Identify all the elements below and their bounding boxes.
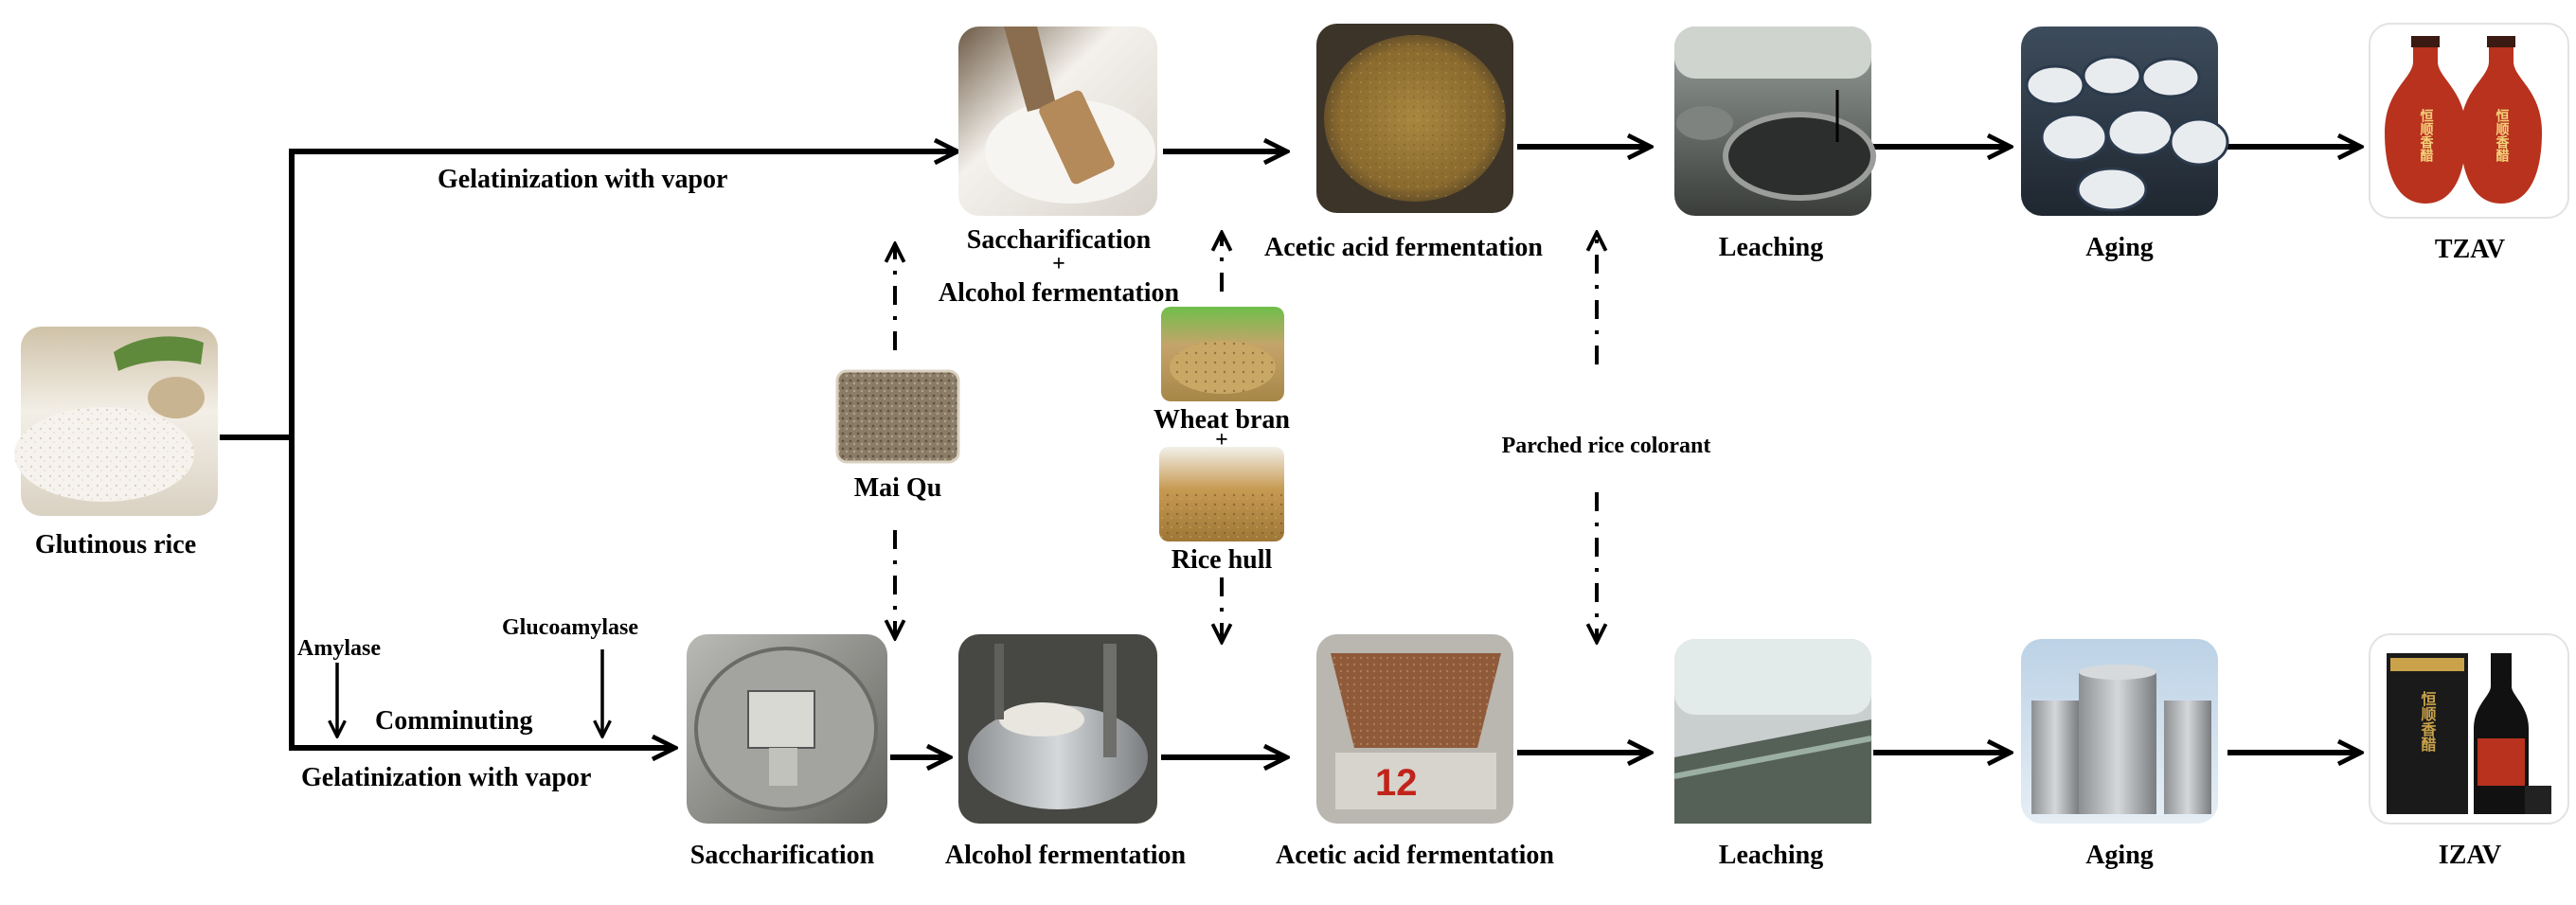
bottom-acetic-image: 12 (1316, 634, 1513, 824)
glucoamylase-label: Glucoamylase (502, 615, 638, 640)
top-alcohol-label: Alcohol fermentation (939, 278, 1180, 308)
rice-hull-image (1159, 447, 1284, 541)
tzav-bottle-text-left: 恒顺香醋 (2419, 108, 2435, 163)
top-saccharification-label: Saccharification (967, 225, 1152, 255)
top-saccharification-image (958, 27, 1157, 216)
glutinous-rice-label: Glutinous rice (35, 530, 196, 559)
izav-box-text: 恒顺香醋 (2419, 690, 2438, 753)
tzav-label: TZAV (2435, 235, 2505, 264)
izav-label: IZAV (2439, 841, 2501, 870)
mai-qu-image (835, 369, 960, 464)
bottom-alcohol-image (958, 634, 1157, 824)
top-aging-label: Aging (2085, 233, 2154, 262)
tzav-product-image: 恒顺香醋 恒顺香醋 (2369, 23, 2569, 219)
bottom-saccharification-label: Saccharification (690, 841, 875, 870)
bottom-leaching-label: Leaching (1719, 841, 1823, 870)
connectors (220, 147, 2358, 757)
bran-hull-plus-sign: + (1215, 428, 1228, 452)
bottom-branch-label: Gelatinization with vapor (301, 763, 591, 792)
top-acetic-image (1316, 24, 1513, 213)
bottom-acetic-label: Acetic acid fermentation (1276, 841, 1554, 870)
tank-number: 12 (1375, 762, 1418, 804)
bottom-alcohol-label: Alcohol fermentation (945, 841, 1187, 870)
bottom-saccharification-image (687, 634, 887, 824)
rice-hull-label: Rice hull (1172, 545, 1273, 575)
amylase-label: Amylase (297, 636, 381, 661)
comminuting-label: Comminuting (375, 706, 532, 736)
bottom-aging-image (2021, 639, 2218, 824)
mai-qu-label: Mai Qu (854, 473, 942, 503)
top-plus-sign: + (1052, 252, 1065, 276)
top-branch-label: Gelatinization with vapor (438, 165, 727, 194)
wheat-bran-label: Wheat bran (1154, 405, 1290, 435)
top-leaching-label: Leaching (1719, 233, 1823, 262)
tzav-bottle-text-right: 恒顺香醋 (2495, 108, 2511, 163)
bottom-aging-label: Aging (2085, 841, 2154, 870)
top-acetic-label: Acetic acid fermentation (1264, 233, 1543, 262)
bottom-leaching-image (1673, 639, 1872, 824)
glutinous-rice-image (14, 327, 218, 516)
parched-rice-colorant-label: Parched rice colorant (1502, 434, 1711, 458)
wheat-bran-image (1161, 307, 1284, 401)
izav-product-image: 恒顺香醋 (2369, 633, 2569, 825)
top-aging-image (2021, 27, 2229, 216)
top-leaching-image (1674, 27, 1876, 216)
labels: Glutinous rice Gelatinization with vapor… (35, 165, 2505, 870)
